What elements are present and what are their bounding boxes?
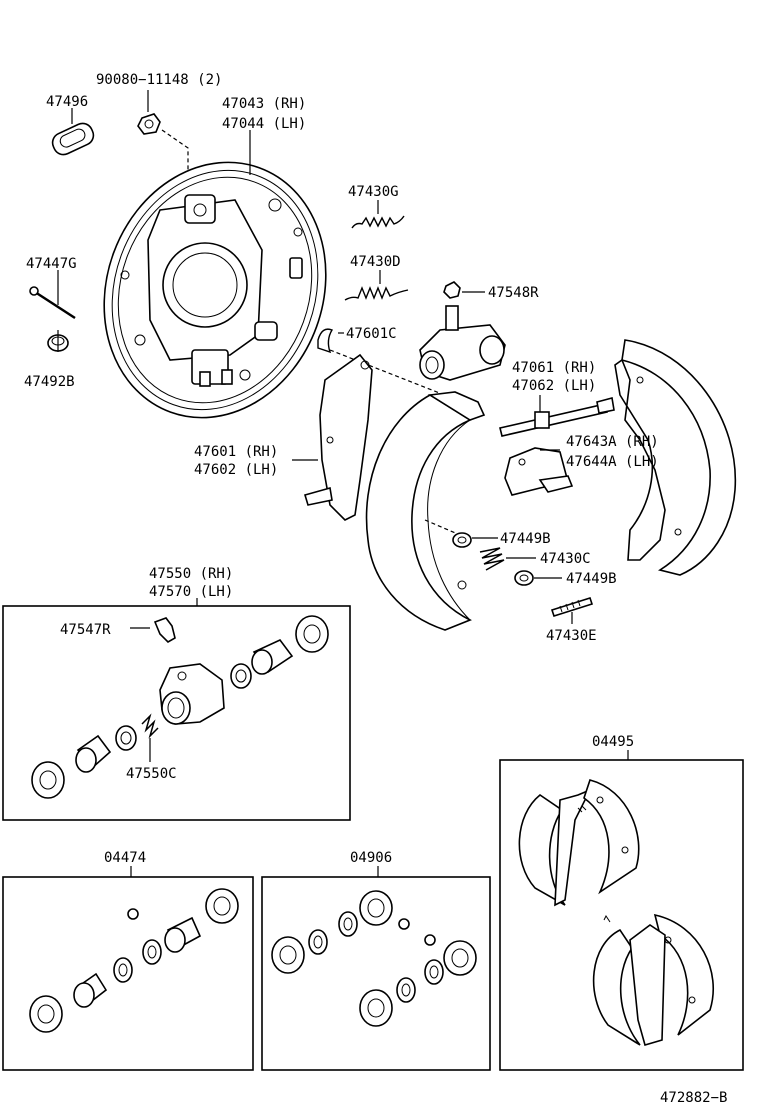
bleeder-47547r <box>153 617 176 643</box>
piston-b <box>75 734 112 773</box>
label-90080: 90080−11148 (2) <box>96 72 222 88</box>
adjust-lever-47643a <box>504 447 574 496</box>
pin-47447g <box>29 286 76 320</box>
box-cylinder-kit-04906 <box>261 876 491 1071</box>
label-47430d: 47430D <box>350 254 401 270</box>
backing-plate <box>103 161 327 419</box>
brake-shoe-left <box>365 391 486 631</box>
piston-a <box>251 639 294 675</box>
label-47043: 47043 (RH) <box>222 96 306 112</box>
adjuster-47061 <box>499 397 615 437</box>
label-47044: 47044 (LH) <box>222 116 306 132</box>
label-47550c: 47550C <box>126 766 177 782</box>
label-47496: 47496 <box>46 94 88 110</box>
boot-a <box>295 615 329 653</box>
shoe-kit-lower <box>592 913 715 1046</box>
label-47644a: 47644A (LH) <box>566 454 659 470</box>
bolt-90080 <box>137 113 161 135</box>
spring-47430c <box>479 547 505 571</box>
bleeder-47548r <box>443 281 461 299</box>
label-47570: 47570 (LH) <box>149 584 233 600</box>
spring-47550c <box>141 713 159 739</box>
label-47547r: 47547R <box>60 622 111 638</box>
label-47601: 47601 (RH) <box>194 444 278 460</box>
plug-47496 <box>51 122 95 156</box>
label-47548r: 47548R <box>488 285 539 301</box>
shoe-kit-upper <box>518 779 640 907</box>
label-47449b-1: 47449B <box>500 531 551 547</box>
cup-47449b-2 <box>514 570 534 586</box>
label-47602: 47602 (LH) <box>194 462 278 478</box>
label-47430e: 47430E <box>546 628 597 644</box>
label-47430c: 47430C <box>540 551 591 567</box>
label-04906: 04906 <box>350 850 392 866</box>
kit-04474-parts <box>29 888 239 1033</box>
box-cylinder-kit-04474 <box>2 876 254 1071</box>
pin-47430e <box>550 597 594 617</box>
leader <box>161 129 189 172</box>
cylinder-body <box>159 663 225 725</box>
diagram-id-label: 472882−B <box>660 1090 727 1106</box>
wheel-cylinder-top <box>419 305 506 381</box>
clip-47601c <box>317 328 334 354</box>
label-47550: 47550 (RH) <box>149 566 233 582</box>
leader <box>424 519 461 536</box>
parking-lever-47601 <box>303 353 373 521</box>
label-47062: 47062 (LH) <box>512 378 596 394</box>
label-47447g: 47447G <box>26 256 77 272</box>
spring-47430g <box>351 215 405 229</box>
cup-47449b-1 <box>452 532 472 548</box>
boot-b <box>31 761 65 799</box>
box-wheel-cylinder <box>2 605 351 821</box>
cup-seal-b <box>115 725 137 751</box>
cup-seal-a <box>230 663 252 689</box>
label-04474: 04474 <box>104 850 146 866</box>
spring-47430d <box>344 286 409 301</box>
label-47601c: 47601C <box>346 326 397 342</box>
label-47643a: 47643A (RH) <box>566 434 659 450</box>
label-47492b: 47492B <box>24 374 75 390</box>
label-04495: 04495 <box>592 734 634 750</box>
kit-04906-parts <box>271 890 477 1027</box>
brake-shoe-right <box>614 339 737 576</box>
label-47449b-2: 47449B <box>566 571 617 587</box>
label-47430g: 47430G <box>348 184 399 200</box>
box-shoe-kit <box>499 759 744 1071</box>
label-47061: 47061 (RH) <box>512 360 596 376</box>
